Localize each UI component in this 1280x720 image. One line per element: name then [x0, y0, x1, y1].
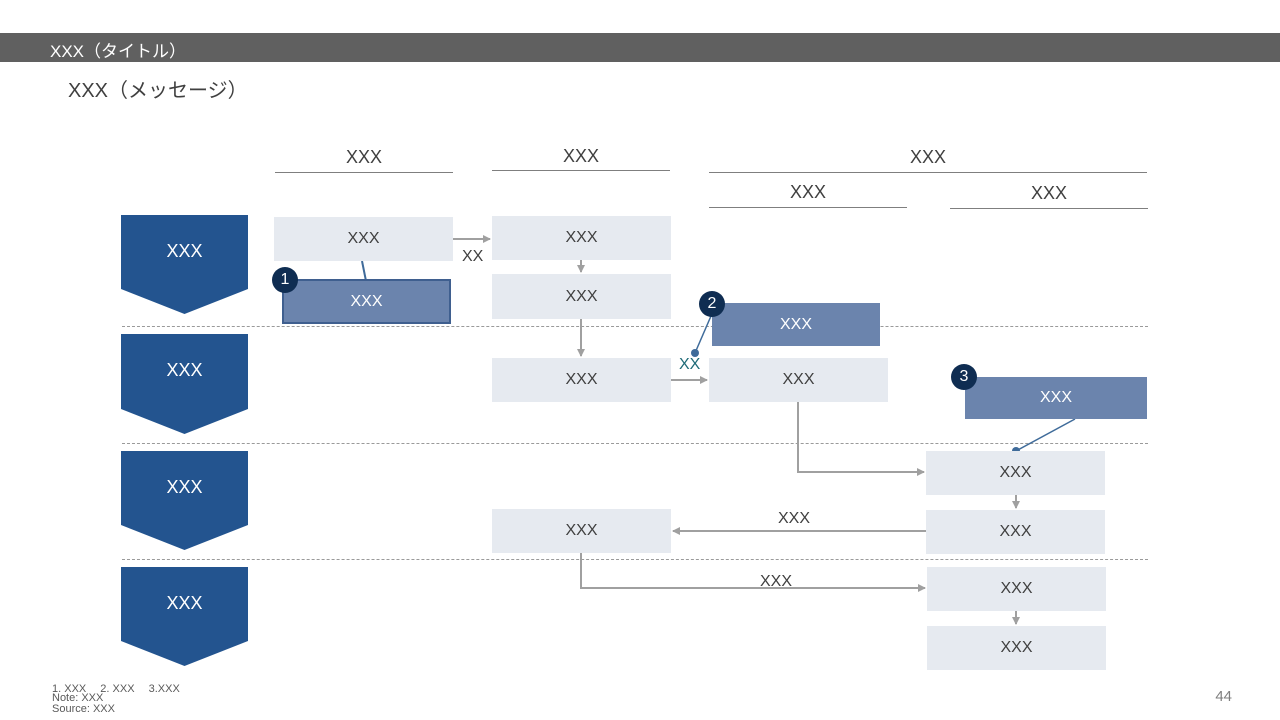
row-label-3: XXX	[166, 477, 203, 497]
footnote-list: 1. XXX 2. XXX 3.XXX	[52, 683, 180, 695]
row-label-2: XXX	[166, 360, 203, 380]
arrow-label-2: XX	[679, 356, 701, 373]
process-box-r3c2: XXX	[492, 509, 671, 553]
callout-line-3	[1015, 418, 1076, 452]
arrow-label-1: XX	[462, 248, 484, 265]
process-box-r1c2a: XXX	[492, 216, 671, 260]
row-label-4: XXX	[166, 593, 203, 613]
title-bar: XXX（タイトル）	[0, 33, 1280, 62]
note-box-3: XXX	[965, 377, 1147, 419]
process-box-r2c3: XXX	[709, 358, 888, 402]
arrow-r3c2-to-r4c4a	[580, 553, 926, 592]
process-box-r3c4b: XXX	[926, 510, 1105, 554]
page-number: 44	[1215, 688, 1232, 705]
process-box-r1c2b: XXX	[492, 274, 671, 319]
column-header-3: XXX	[909, 147, 947, 167]
column-header-1: XXX	[345, 147, 383, 167]
callout-badge-3: 3	[951, 364, 977, 390]
callout-badge-1: 1	[272, 267, 298, 293]
process-box-r4c4b: XXX	[927, 626, 1106, 670]
note-box-1: XXX	[282, 279, 451, 324]
row-chevron-4: XXX	[121, 567, 248, 666]
page-message: XXX（メッセージ）	[68, 80, 248, 102]
callout-badge-2: 2	[699, 291, 725, 317]
row-chevron-2: XXX	[121, 334, 248, 434]
column-header-3-underline	[709, 172, 1147, 173]
process-box-r4c4a: XXX	[927, 567, 1106, 611]
process-box-r2c2: XXX	[492, 358, 671, 402]
row-label-1: XXX	[166, 241, 203, 261]
callout-line-2	[694, 315, 712, 354]
arrow-label-3: XXX	[778, 510, 811, 527]
column-subheader-3b: XXX	[1030, 183, 1068, 203]
column-subheader-3a: XXX	[789, 182, 827, 202]
footnote-note: Note: XXX	[52, 692, 104, 704]
column-subheader-3a-underline	[709, 207, 907, 208]
callout-line-1	[361, 260, 367, 282]
column-subheader-3b-underline	[950, 208, 1148, 209]
row-separator-1	[122, 326, 1148, 327]
process-box-r1c1: XXX	[274, 217, 453, 261]
note-box-2: XXX	[712, 303, 880, 346]
row-separator-2	[122, 443, 1148, 444]
row-separator-3	[122, 559, 1148, 560]
column-header-2-underline	[492, 170, 670, 171]
arrow-r2c3-to-r3c4a	[797, 402, 925, 476]
column-header-1-underline	[275, 172, 453, 173]
column-header-2: XXX	[562, 146, 600, 166]
process-box-r3c4a: XXX	[926, 451, 1105, 495]
row-chevron-3: XXX	[121, 451, 248, 550]
footnote-source: Source: XXX	[52, 703, 115, 715]
arrow-label-4: XXX	[760, 573, 793, 590]
page-title: XXX（タイトル）	[50, 42, 187, 61]
callout-dot-2	[691, 349, 699, 357]
row-chevron-1: XXX	[121, 215, 248, 314]
